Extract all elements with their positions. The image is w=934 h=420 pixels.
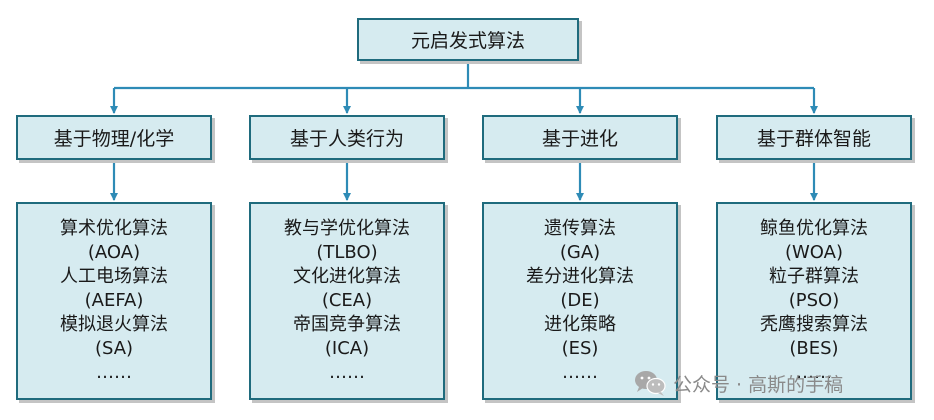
ellipsis: ……	[562, 362, 598, 383]
algorithm-name: 秃鹰搜索算法	[760, 314, 868, 335]
algorithm-name: 模拟退火算法	[60, 314, 168, 335]
algorithm-name: 进化策略	[544, 314, 616, 335]
ellipsis: ……	[796, 362, 832, 383]
algorithm-abbreviation: (TLBO)	[316, 242, 378, 263]
algorithm-name: 文化进化算法	[293, 266, 401, 287]
algorithm-abbreviation: (ICA)	[324, 338, 370, 359]
algorithm-abbreviation: (SA)	[94, 338, 134, 359]
root-node: 元启发式算法	[357, 18, 579, 61]
algorithm-list-swarm-intelligence: 鲸鱼优化算法 (WOA) 粒子群算法 (PSO) 秃鹰搜索算法 (BES) ……	[716, 202, 912, 400]
algorithm-name: 人工电场算法	[60, 266, 168, 287]
algorithm-name: 差分进化算法	[526, 266, 634, 287]
algorithm-name: 鲸鱼优化算法	[760, 218, 868, 239]
algorithm-name: 算术优化算法	[60, 218, 168, 239]
watermark-text: 公众号 · 高斯的手稿	[673, 373, 844, 396]
category-node-swarm-intelligence: 基于群体智能	[716, 115, 912, 160]
wechat-icon	[635, 371, 666, 396]
algorithm-abbreviation: (ES)	[561, 338, 599, 359]
algorithm-abbreviation: (PSO)	[788, 290, 840, 311]
algorithm-list-evolution: 遗传算法 (GA) 差分进化算法 (DE) 进化策略 (ES) ……	[482, 202, 678, 400]
algorithm-name: 粒子群算法	[769, 266, 859, 287]
category-node-evolution: 基于进化	[482, 115, 678, 160]
algorithm-list-physics-chemistry: 算术优化算法 (AOA) 人工电场算法 (AEFA) 模拟退火算法 (SA) ……	[16, 202, 212, 400]
algorithm-name: 帝国竞争算法	[293, 314, 401, 335]
ellipsis: ……	[329, 362, 365, 383]
algorithm-abbreviation: (BES)	[789, 338, 839, 359]
algorithm-abbreviation: (GA)	[559, 242, 601, 263]
algorithm-abbreviation: (DE)	[560, 290, 600, 311]
watermark: 公众号 · 高斯的手稿	[633, 368, 843, 398]
category-node-physics-chemistry: 基于物理/化学	[16, 115, 212, 160]
algorithm-abbreviation: (CEA)	[321, 290, 373, 311]
algorithm-abbreviation: (AOA)	[87, 242, 141, 263]
algorithm-name: 遗传算法	[544, 218, 616, 239]
algorithm-abbreviation: (WOA)	[784, 242, 843, 263]
algorithm-abbreviation: (AEFA)	[84, 290, 144, 311]
category-node-human-behavior: 基于人类行为	[249, 115, 445, 160]
ellipsis: ……	[96, 362, 132, 383]
algorithm-name: 教与学优化算法	[284, 218, 410, 239]
algorithm-list-human-behavior: 教与学优化算法 (TLBO) 文化进化算法 (CEA) 帝国竞争算法 (ICA)…	[249, 202, 445, 400]
